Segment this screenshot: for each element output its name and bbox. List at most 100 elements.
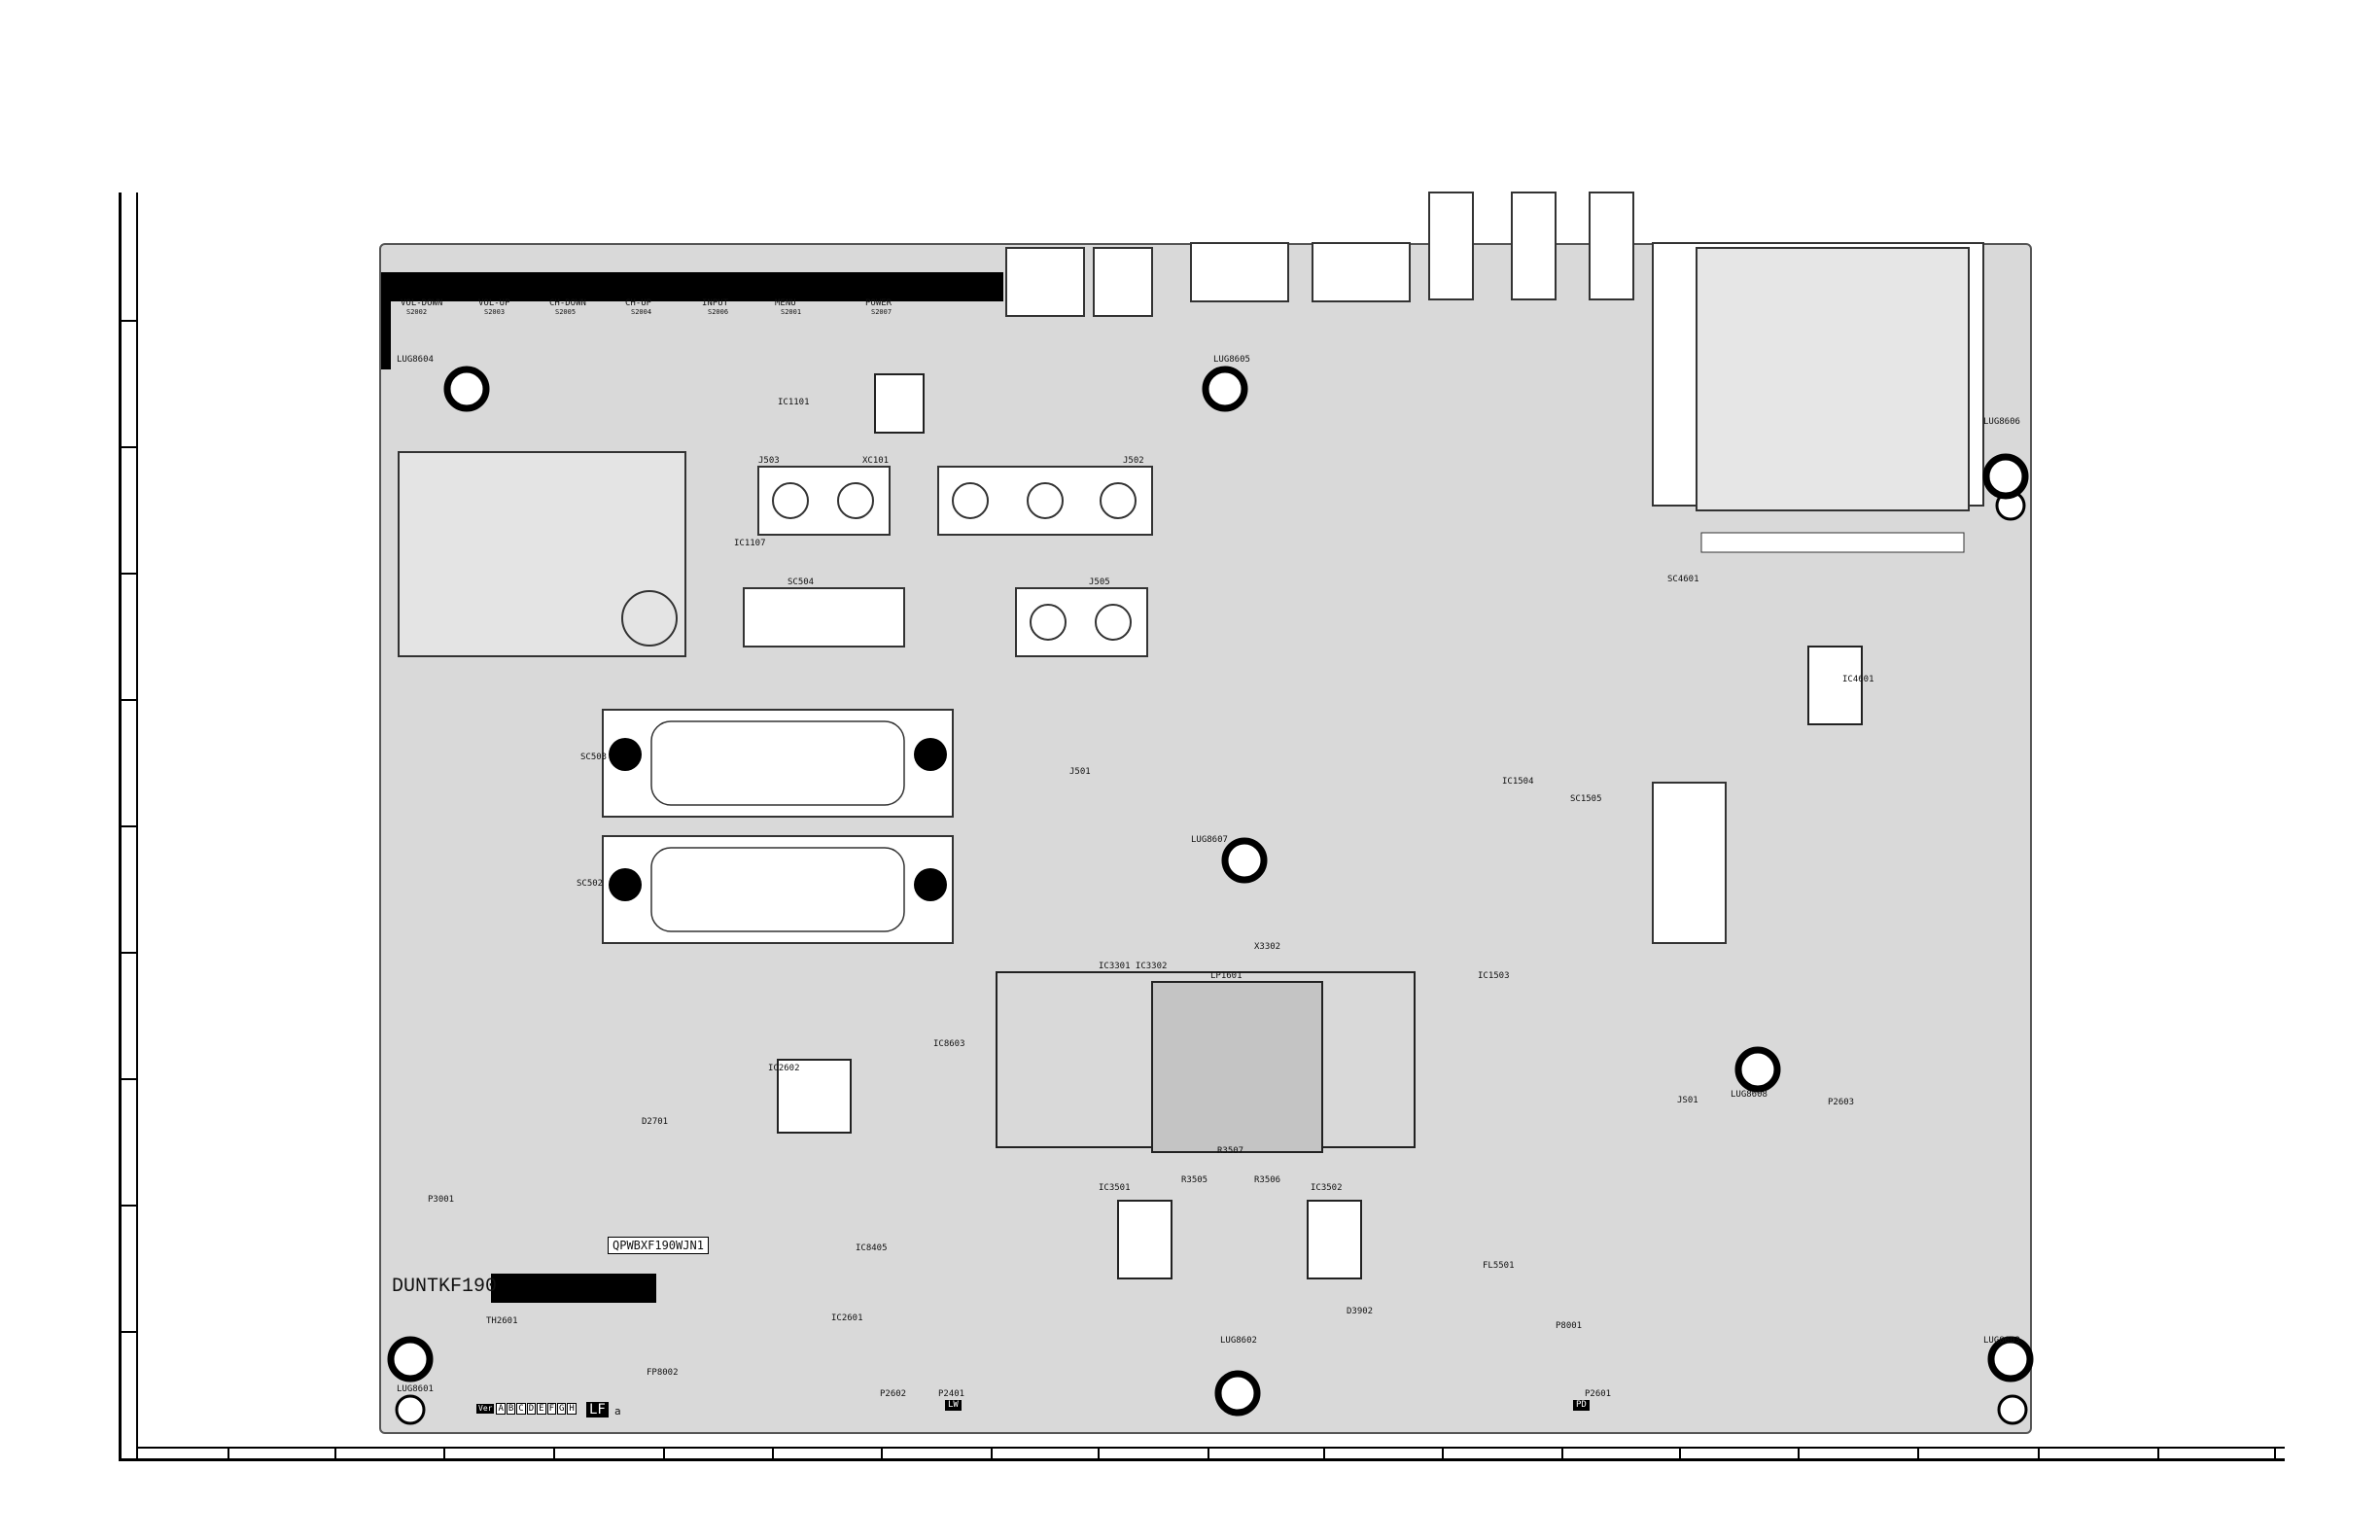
component-ref: D2701 bbox=[642, 1117, 669, 1127]
button-ref: S2002 bbox=[406, 308, 428, 316]
button-ref: S2001 bbox=[781, 308, 802, 316]
revision-letter: F bbox=[546, 1403, 556, 1415]
top-edge-strip bbox=[381, 272, 1003, 301]
card-slot bbox=[1696, 247, 1970, 511]
connector-ref: J502 bbox=[1123, 456, 1144, 466]
button-ref: S2005 bbox=[555, 308, 577, 316]
mark-a: a bbox=[614, 1405, 621, 1418]
mark-pd: PD bbox=[1573, 1400, 1590, 1411]
connector-ref: P2602 bbox=[880, 1389, 907, 1399]
ic-ref: IC8405 bbox=[856, 1243, 888, 1253]
component-ref: FP8002 bbox=[647, 1368, 679, 1378]
ic-ref: IC1503 bbox=[1478, 971, 1510, 981]
ic-ref: IC1504 bbox=[1502, 777, 1534, 787]
lug-ref: LUG8604 bbox=[397, 355, 434, 365]
ic-ref: IC3301 IC3302 bbox=[1099, 962, 1168, 971]
revision-letter: G bbox=[556, 1403, 567, 1415]
scart-connector-lower bbox=[602, 835, 954, 944]
lug-ref: LUG8605 bbox=[1213, 355, 1250, 365]
left-module bbox=[398, 451, 686, 657]
ic-ref: IC4601 bbox=[1842, 675, 1874, 684]
top-edge-strip-left bbox=[381, 272, 391, 369]
main-soc bbox=[1151, 981, 1323, 1153]
connector-ref: SC502 bbox=[577, 879, 604, 889]
button-label: INPUT bbox=[702, 298, 729, 308]
button-label: CH-UP bbox=[625, 298, 652, 308]
revision-prefix: Ver bbox=[476, 1404, 495, 1414]
component-ref: TH2601 bbox=[486, 1316, 518, 1326]
button-ref: S2006 bbox=[708, 308, 729, 316]
lug-ref: LUG8602 bbox=[1220, 1336, 1257, 1346]
ic-audio bbox=[777, 1059, 852, 1134]
component-ref: LP1601 bbox=[1210, 971, 1242, 981]
button-ref: S2003 bbox=[484, 308, 506, 316]
lug-ring bbox=[1214, 1370, 1261, 1417]
component-ref: R3507 bbox=[1217, 1146, 1244, 1156]
lug-ref: LUG8608 bbox=[1731, 1090, 1768, 1100]
connector-ref: J503 bbox=[758, 456, 780, 466]
revision-letter: A bbox=[496, 1403, 506, 1415]
connector-ref: P2603 bbox=[1828, 1098, 1855, 1107]
component-ref: D3902 bbox=[1347, 1307, 1374, 1316]
lug-ref: LUG8606 bbox=[1983, 417, 2020, 427]
lug-ring bbox=[443, 366, 490, 412]
model-label-bar bbox=[491, 1274, 656, 1303]
component-ref: X3302 bbox=[1254, 942, 1281, 952]
dsub-9pin bbox=[743, 587, 905, 648]
button-label: VOL-DOWN bbox=[401, 298, 443, 308]
lug-rings bbox=[387, 366, 2034, 1417]
connector-ref: P2401 bbox=[938, 1389, 965, 1399]
lug-ring bbox=[1982, 453, 2029, 500]
part-number-label: QPWBXF190WJN1 bbox=[608, 1237, 709, 1254]
card-slot-pins bbox=[1700, 532, 1965, 553]
lug-ring bbox=[1202, 366, 1248, 412]
ic-ref: IC1101 bbox=[778, 398, 810, 407]
mark-lw: LW bbox=[945, 1400, 962, 1411]
button-label: MENU bbox=[775, 298, 796, 308]
ic-ref: IC2601 bbox=[831, 1313, 863, 1323]
component-ref: XC101 bbox=[862, 456, 890, 466]
rca-jacks bbox=[757, 466, 1153, 657]
ic-ref: IC2602 bbox=[768, 1064, 800, 1073]
frame-bottom-ruler bbox=[119, 1458, 2285, 1461]
ic-tuner bbox=[874, 373, 925, 434]
connector-ref: P3001 bbox=[428, 1195, 455, 1205]
button-label: CH-DOWN bbox=[549, 298, 586, 308]
lug-ref: LUG8607 bbox=[1191, 835, 1228, 845]
button-label: VOL-UP bbox=[478, 298, 510, 308]
revision-letter: H bbox=[567, 1403, 577, 1415]
lug-ring bbox=[387, 1336, 434, 1382]
ic-card-controller bbox=[1807, 646, 1863, 725]
dsub-15pin-vga bbox=[1652, 782, 1727, 944]
connector-ref: SC1505 bbox=[1570, 794, 1602, 804]
connector-ref: SC503 bbox=[580, 752, 608, 762]
ic-ref: IC3501 bbox=[1099, 1183, 1131, 1193]
revision-letter: B bbox=[506, 1403, 516, 1415]
connector-ref: P2601 bbox=[1585, 1389, 1612, 1399]
revision-letter: D bbox=[526, 1403, 537, 1415]
component-ref: FL5501 bbox=[1483, 1261, 1515, 1271]
frame-bottom-ruler-inner bbox=[136, 1447, 2285, 1449]
lug-ring bbox=[1734, 1046, 1781, 1093]
connector-ref: P8001 bbox=[1556, 1321, 1583, 1331]
ic-ref: IC1107 bbox=[734, 539, 766, 548]
connector-ref: J501 bbox=[1069, 767, 1091, 777]
left-module-hole bbox=[621, 590, 678, 647]
ic-ref: IC8603 bbox=[933, 1039, 965, 1049]
ic-ref: IC3502 bbox=[1311, 1183, 1343, 1193]
button-ref: S2007 bbox=[871, 308, 892, 316]
connector-ref: SC504 bbox=[788, 578, 815, 587]
connector-ref: J505 bbox=[1089, 578, 1110, 587]
lug-ring bbox=[1221, 837, 1268, 884]
board-model-label: DUNTKF190 bbox=[392, 1276, 498, 1298]
revision-letter: E bbox=[537, 1403, 546, 1415]
frame-left-ruler-inner bbox=[136, 192, 138, 1458]
scart-connector-upper bbox=[602, 709, 954, 818]
memory-chip-right bbox=[1307, 1200, 1362, 1279]
connector-ref: SC4601 bbox=[1667, 575, 1699, 584]
